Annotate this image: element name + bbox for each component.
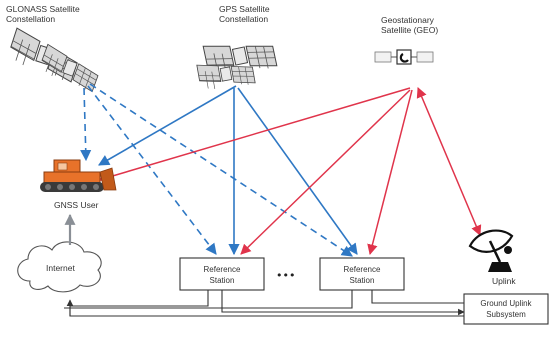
ref2-label-line1: Reference	[344, 265, 381, 274]
gps-to-ref2-link	[237, 87, 358, 255]
reference-station-1: Reference Station	[179, 257, 265, 291]
network-lines	[64, 290, 490, 317]
ref1-label-line1: Reference	[204, 265, 241, 274]
ref2-feed-line	[64, 290, 353, 309]
geo-links	[97, 87, 482, 256]
glonass-to-user-link	[80, 87, 92, 162]
geo-to-ref2-link	[367, 89, 413, 256]
glonass-label-line2: Constellation	[6, 14, 55, 24]
ellipsis: •••	[276, 269, 295, 282]
internet-label: Internet	[46, 263, 75, 273]
geo-to-ref1-link	[240, 89, 411, 255]
satellite-dish-icon	[468, 229, 514, 272]
glonass-label-line1: GLONASS Satellite	[6, 4, 80, 14]
ref1-to-ground-line	[221, 290, 465, 316]
glonass-satellite-icon	[5, 27, 103, 93]
ground-label-line2: Subsystem	[486, 310, 526, 319]
cloud-icon	[17, 241, 102, 293]
geo-satellite-icon	[374, 49, 434, 65]
bulldozer-icon	[40, 159, 117, 192]
reference-station-2: Reference Station	[319, 257, 405, 291]
dish-label: Uplink	[492, 276, 516, 286]
gps-label-line2: Constellation	[219, 14, 268, 24]
ref2-label-line2: Station	[350, 276, 375, 285]
geo-to-user-link	[97, 87, 411, 183]
geo-label-line1: Geostationary	[381, 15, 435, 25]
gnss-user-label: GNSS User	[54, 200, 99, 210]
ref1-label-line2: Station	[210, 276, 235, 285]
ref2-to-ground-line	[371, 290, 464, 304]
glonass-to-ref2-link	[89, 83, 353, 257]
gps-links	[98, 85, 358, 256]
ground-uplink-subsystem: Ground Uplink Subsystem	[463, 293, 549, 325]
gps-label-line1: GPS Satellite	[219, 4, 270, 14]
gps-satellite-icon	[196, 31, 278, 94]
ground-label-line1: Ground Uplink	[480, 299, 532, 308]
geo-uplink-link	[416, 87, 482, 236]
gps-to-user-link	[98, 85, 237, 166]
glonass-links	[80, 83, 353, 257]
geo-label-line2: Satellite (GEO)	[381, 25, 438, 35]
